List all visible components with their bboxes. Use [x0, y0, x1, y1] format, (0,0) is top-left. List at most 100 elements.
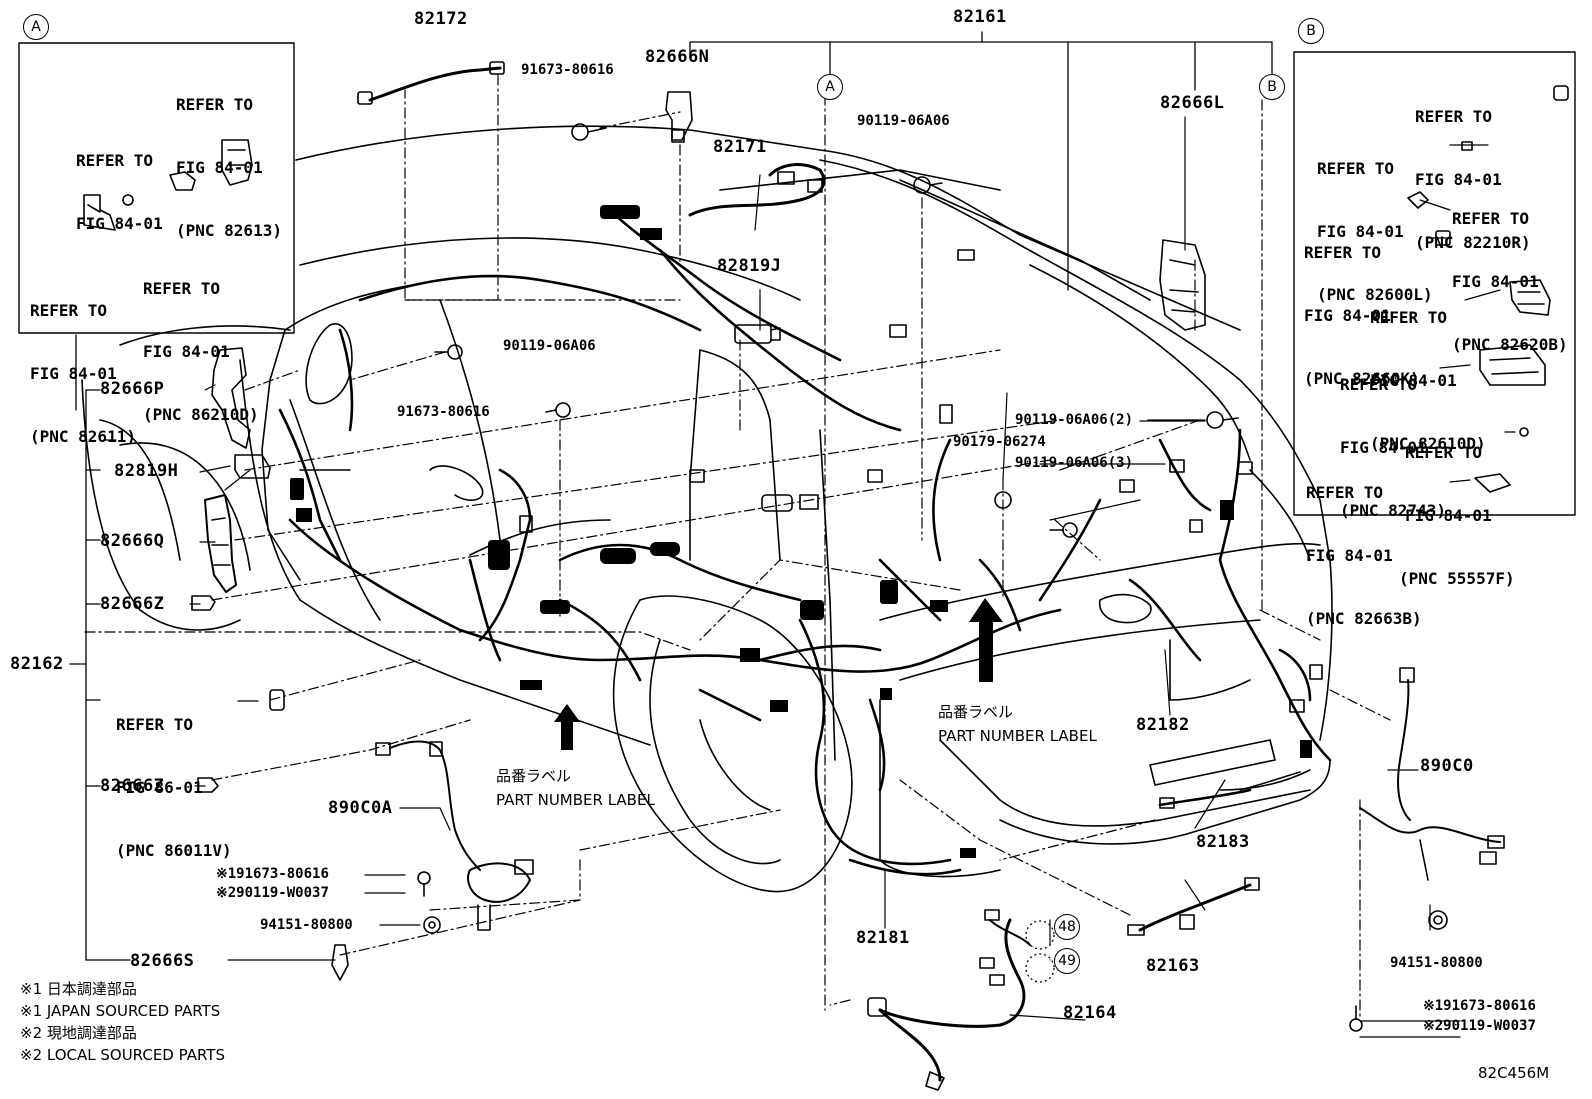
- part-94151-80800-right[interactable]: 94151-80800: [1390, 955, 1483, 971]
- part-82666S[interactable]: 82666S: [130, 951, 195, 971]
- part-82666Z-1[interactable]: 82666Z: [100, 594, 165, 614]
- refer-block-82600L[interactable]: REFER TO FIG 84-01 (PNC 82600L): [1317, 116, 1433, 326]
- refer-line: REFER TO: [1340, 375, 1418, 394]
- refer-line: REFER TO: [1452, 209, 1530, 228]
- refer-block-82210R[interactable]: REFER TO FIG 84-01 (PNC 82210R): [1415, 64, 1531, 274]
- part-82819H-relay: [234, 454, 271, 479]
- part-82183-harness: [1158, 788, 1252, 809]
- part-82183[interactable]: 82183: [1196, 832, 1250, 852]
- refer-block-86210D[interactable]: REFER TO FIG 84-01 (PNC 86210D): [143, 236, 259, 446]
- refer-line: (PNC 86210D): [143, 405, 259, 424]
- part-890C0[interactable]: 890C0: [1420, 756, 1474, 776]
- connector-clusters: [290, 205, 1312, 858]
- inset-b-marker: B: [1298, 18, 1324, 44]
- part-82666S-clip: [331, 944, 349, 981]
- part-91673-80616-mid[interactable]: 91673-80616: [397, 404, 490, 420]
- location-b-marker: B: [1259, 74, 1285, 100]
- part-94151-80800-left[interactable]: 94151-80800: [260, 917, 353, 933]
- part-82666N-bracket: [665, 91, 693, 143]
- connector-outlines: [519, 249, 1323, 713]
- part-82666L-bracket: [1159, 239, 1206, 331]
- part-number-arrows: [554, 598, 1003, 750]
- refer-block-82743[interactable]: REFER TO FIG 84-01 (PNC 82743): [1340, 332, 1446, 542]
- part-82666Q[interactable]: 82666Q: [100, 531, 165, 551]
- refer-line: REFER TO: [1405, 443, 1483, 462]
- refer-line: FIG 84-01: [1306, 546, 1393, 565]
- part-82163[interactable]: 82163: [1146, 956, 1200, 976]
- part-82164[interactable]: 82164: [1063, 1003, 1117, 1023]
- part-82666Z-clip-1: [191, 595, 216, 611]
- part-82171[interactable]: 82171: [713, 137, 767, 157]
- part-82666P-bracket: [211, 347, 251, 449]
- refer-line: REFER TO: [30, 301, 108, 320]
- part-82666N[interactable]: 82666N: [645, 47, 710, 67]
- refer-line: (PNC 82611): [30, 427, 136, 446]
- part-890C0A[interactable]: 890C0A: [328, 798, 393, 818]
- note-local-sourced-jp: ※2 現地調達部品: [20, 1024, 137, 1042]
- drawing-code: 82C456M: [1478, 1064, 1550, 1082]
- refer-line: REFER TO: [1304, 243, 1382, 262]
- refer-line: FIG 84-01: [1370, 371, 1457, 390]
- part-82666L[interactable]: 82666L: [1160, 93, 1225, 113]
- refer-block-86011V[interactable]: REFER TO FIG 86-01 (PNC 86011V): [116, 672, 232, 882]
- refer-block-82660K[interactable]: REFER TO FIG 84-01 (PNC 82660K): [1304, 200, 1420, 410]
- part-90119-06A06-3[interactable]: 90119-06A06(3): [1015, 455, 1134, 471]
- bracket-82161: [689, 31, 1273, 291]
- part-82666Z-clip-2: [197, 777, 219, 793]
- refer-block-82613[interactable]: REFER TO FIG 84-01 (PNC 82613): [176, 52, 282, 262]
- ref-49-marker: 49: [1054, 948, 1080, 974]
- part-82819H[interactable]: 82819H: [114, 461, 179, 481]
- part-91673-80616-left[interactable]: ※191673-80616: [216, 866, 329, 882]
- part-number-label-jp-1: 品番ラベル: [496, 767, 572, 785]
- part-82181-harness: [848, 858, 962, 876]
- part-82666Z-2[interactable]: 82666Z: [100, 776, 165, 796]
- part-90119-W0037-right[interactable]: ※290119-W0037: [1423, 1018, 1536, 1034]
- refer-line: (PNC 82610D): [1370, 434, 1486, 453]
- part-number-label-en-2: PART NUMBER LABEL: [938, 727, 1097, 745]
- part-82161[interactable]: 82161: [953, 7, 1007, 27]
- refer-block-fig-84-01[interactable]: REFER TO FIG 84-01: [76, 108, 163, 255]
- refer-line: REFER TO: [76, 151, 154, 170]
- part-91673-80616-right[interactable]: ※191673-80616: [1423, 998, 1536, 1014]
- part-82666P[interactable]: 82666P: [100, 379, 165, 399]
- part-90119-06A06-mid[interactable]: 90119-06A06: [503, 338, 596, 354]
- refer-block-82663B[interactable]: REFER TO FIG 84-01 (PNC 82663B): [1306, 440, 1422, 650]
- part-82171-harness: [688, 163, 826, 217]
- refer-block-55557F[interactable]: REFER TO FIG 84-01 (PNC 55557F): [1399, 400, 1515, 610]
- part-82666Q-bracket: [204, 494, 237, 593]
- refer-line: FIG 84-01: [1452, 272, 1539, 291]
- refer-line: (PNC 82660K): [1304, 369, 1420, 388]
- refer-block-82611[interactable]: REFER TO FIG 84-01 (PNC 82611): [30, 258, 136, 468]
- part-90119-W0037-left[interactable]: ※290119-W0037: [216, 885, 329, 901]
- refer-line: (PNC 55557F): [1399, 569, 1515, 588]
- part-82819J[interactable]: 82819J: [717, 256, 782, 276]
- part-890C0A-sensor: [375, 740, 534, 931]
- part-82181[interactable]: 82181: [856, 928, 910, 948]
- refer-line: REFER TO: [116, 715, 194, 734]
- refer-line: REFER TO: [1415, 107, 1493, 126]
- part-number-label-jp-2: 品番ラベル: [938, 703, 1014, 721]
- refer-line: FIG 84-01: [1405, 506, 1492, 525]
- part-91673-80616-top[interactable]: 91673-80616: [521, 62, 614, 78]
- note-japan-sourced-en: ※1 JAPAN SOURCED PARTS: [20, 1002, 221, 1020]
- refer-line: (PNC 82210R): [1415, 233, 1531, 252]
- part-90119-06A06-2[interactable]: 90119-06A06(2): [1015, 412, 1134, 428]
- leader-lines: [84, 74, 1391, 1021]
- ref-48-marker: 48: [1054, 914, 1080, 940]
- part-82162[interactable]: 82162: [10, 654, 64, 674]
- refer-line: REFER TO: [143, 279, 221, 298]
- part-890C0-sensor: [1359, 667, 1505, 881]
- refer-line: FIG 86-01: [116, 778, 203, 797]
- part-90119-06A06-top[interactable]: 90119-06A06: [857, 113, 950, 129]
- part-90179-06274[interactable]: 90179-06274: [953, 434, 1046, 450]
- part-82172[interactable]: 82172: [414, 9, 468, 29]
- refer-line: FIG 84-01: [143, 342, 230, 361]
- part-82182[interactable]: 82182: [1136, 715, 1190, 735]
- note-japan-sourced-jp: ※1 日本調達部品: [20, 980, 137, 998]
- refer-line: (PNC 82613): [176, 221, 282, 240]
- refer-block-82620B[interactable]: REFER TO FIG 84-01 (PNC 82620B): [1452, 166, 1568, 376]
- part-82164-harness: [867, 909, 1031, 1091]
- refer-block-82610D[interactable]: REFER TO FIG 84-01 (PNC 82610D): [1370, 265, 1486, 475]
- part-82819J-relay: [734, 324, 781, 344]
